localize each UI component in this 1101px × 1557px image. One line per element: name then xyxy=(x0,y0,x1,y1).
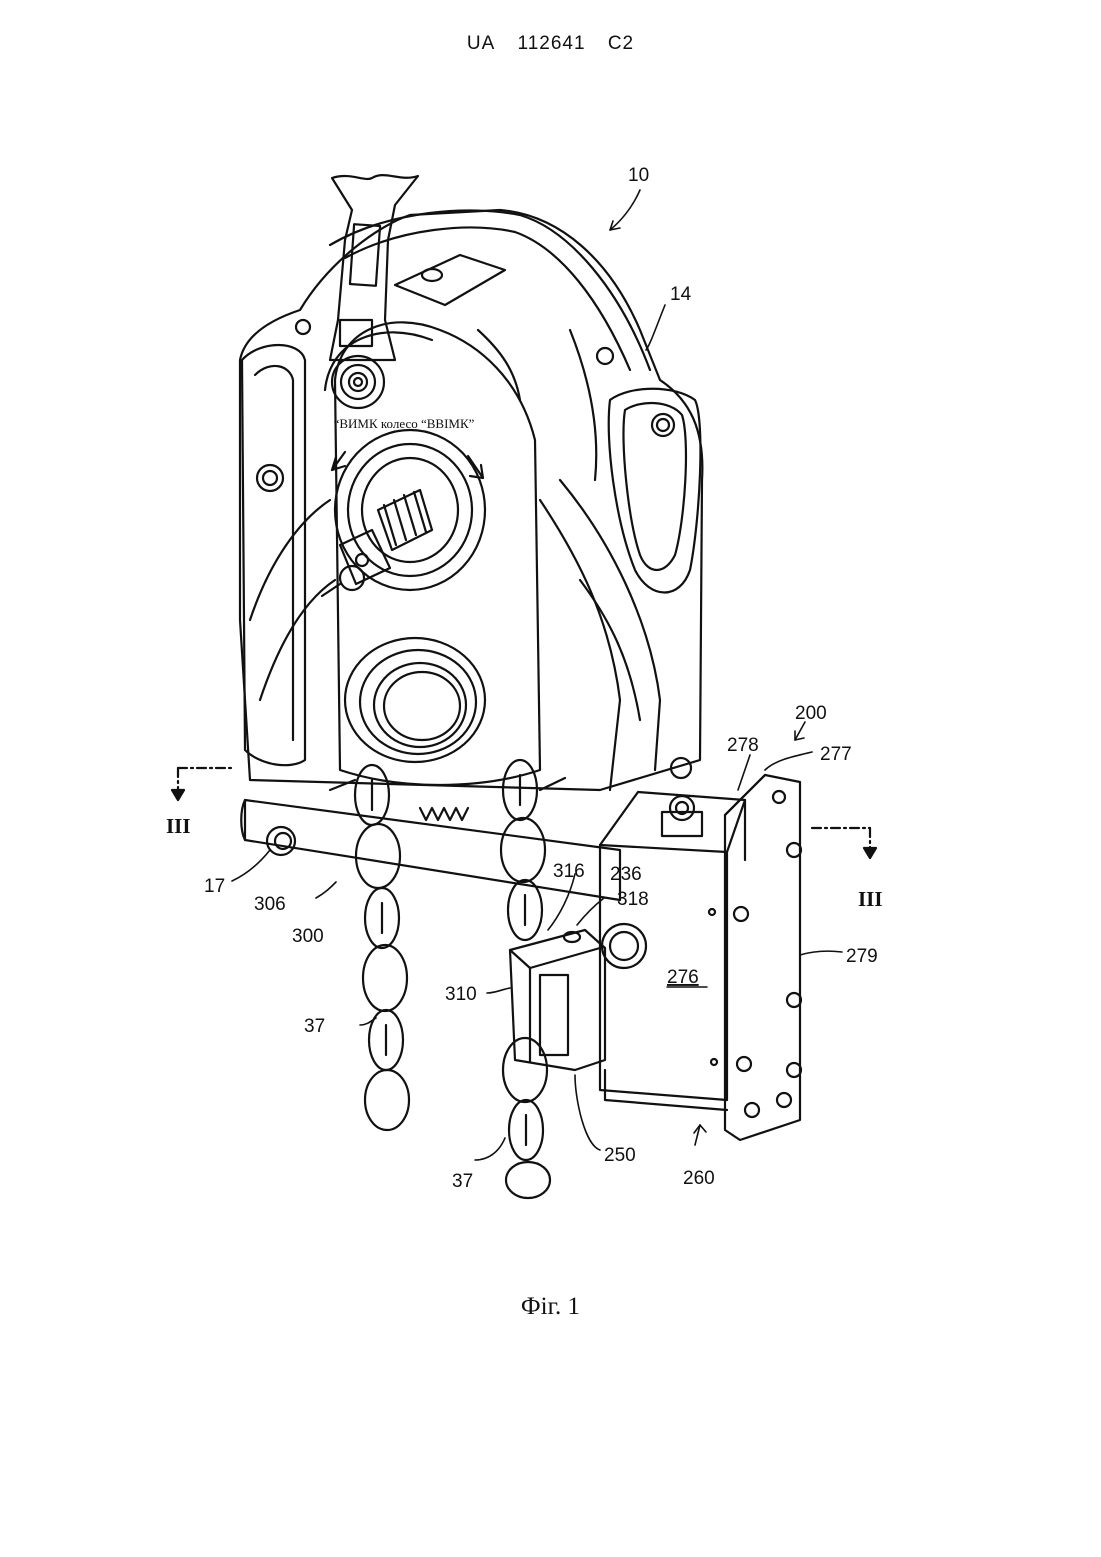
connector-236 xyxy=(670,796,694,820)
ref-37-left: 37 xyxy=(304,1016,325,1037)
left-mount-hole xyxy=(257,465,283,491)
drive-shaft-assembly xyxy=(322,430,485,596)
lever-pivot xyxy=(332,356,384,408)
ref-250: 250 xyxy=(604,1145,636,1166)
handle-inscription: “ВИМК колесо “ВВІМК” xyxy=(334,416,475,431)
ref-37-right: 37 xyxy=(452,1171,473,1192)
ref-200: 200 xyxy=(795,703,827,724)
top-bolt-hole xyxy=(422,269,442,281)
ref-10: 10 xyxy=(628,165,649,186)
ref-310: 310 xyxy=(445,984,477,1005)
section-line-right xyxy=(812,828,870,858)
ref-236: 236 xyxy=(610,864,642,885)
ref-306: 306 xyxy=(254,894,286,915)
ref-277: 277 xyxy=(820,744,852,765)
right-mount-hole xyxy=(652,414,674,436)
ref-279: 279 xyxy=(846,946,878,967)
section-line-left xyxy=(178,768,235,800)
ref-260: 260 xyxy=(683,1168,715,1189)
sensor-housing-276 xyxy=(600,792,745,1110)
ref-300: 300 xyxy=(292,926,324,947)
leader-lines xyxy=(232,190,842,1160)
ref-17: 17 xyxy=(204,876,225,897)
right-chain-37 xyxy=(501,760,550,1198)
button-318 xyxy=(602,924,646,968)
hand-lever xyxy=(330,175,418,408)
section-mark-right: III xyxy=(858,887,883,911)
chain-guide-310 xyxy=(510,930,605,1070)
cover-plate-279 xyxy=(725,775,801,1140)
ref-14: 14 xyxy=(670,284,692,305)
ref-318: 318 xyxy=(617,889,649,910)
ref-276: 276 xyxy=(667,967,699,988)
upper-left-bolt xyxy=(296,320,310,334)
figure-caption: Фіг. 1 xyxy=(0,1293,1101,1321)
ref-316: 316 xyxy=(553,861,585,882)
lower-bore xyxy=(345,638,485,762)
ref-278: 278 xyxy=(727,735,759,756)
section-mark-left: III xyxy=(166,814,191,838)
upper-right-bolt xyxy=(597,348,613,364)
